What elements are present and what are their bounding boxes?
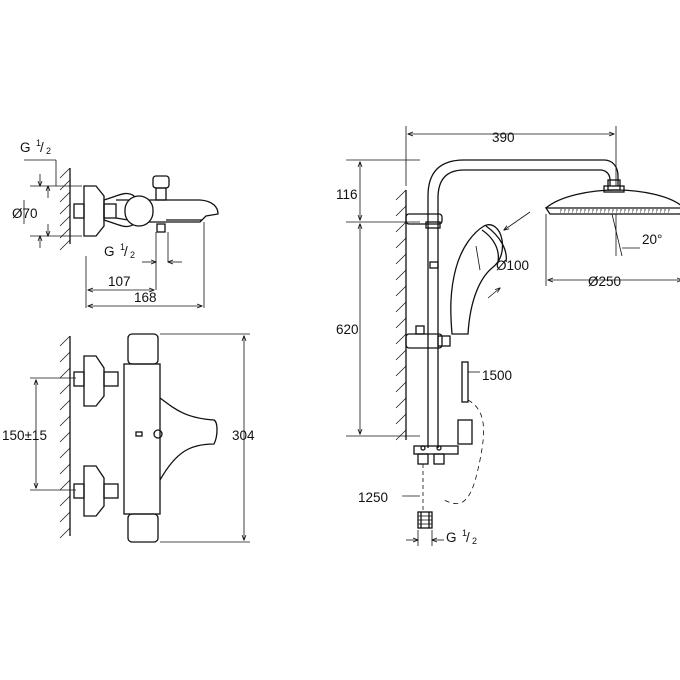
bath-inlet-thread-num: 1 [36,138,41,148]
shower-system-view: 390 116 620 Ø100 20° Ø250 1500 1250 G 1 … [336,126,680,546]
bath-inlet-thread-slash: / [40,140,44,155]
bath-height-label: 304 [232,428,255,443]
hand-shower-diameter-label: Ø100 [496,258,529,273]
bath-depth-107-label: 107 [108,274,131,289]
shower-dimensions [346,126,680,546]
supply-hose-length-label: 1250 [358,490,388,505]
supply-thread-num: 1 [462,528,467,538]
shower-wall-hatch [395,189,407,441]
front-connector-bottom [73,465,119,517]
rail-projection-label: 390 [492,130,515,145]
wall-hatch [59,167,71,251]
bath-mixer-side-view: G 1 / 2 Ø70 G 1 / 2 107 168 [12,138,219,308]
bath-mixer-front-view: 150±15 304 [2,333,255,543]
shower-rail [405,159,621,448]
bath-inlet-thread-den: 2 [46,146,51,156]
front-mixer-body [123,333,218,543]
wall-hatch-lower [59,335,71,539]
overhead-shower-head [544,185,680,215]
supply-fittings [413,445,459,529]
head-angle-label: 20° [642,232,662,247]
bath-inlet-thread-label: G [20,140,31,155]
bath-outlet-thread-slash: / [124,244,128,259]
front-connector-top [73,355,119,407]
head-diameter-label: Ø250 [588,274,621,289]
bath-dimensions [23,159,205,308]
bath-outlet-thread-label: G [104,244,115,259]
rail-length-label: 620 [336,322,359,337]
hand-shower [450,224,507,335]
supply-thread-label: G [446,530,457,545]
front-dimensions [30,333,250,543]
bath-escutcheon-label: Ø70 [12,206,38,221]
hose-length-label: 1500 [482,368,512,383]
bath-centres-label: 150±15 [2,428,47,443]
bath-outlet-thread-den: 2 [130,250,135,260]
shower-hose [443,361,484,504]
bath-depth-168-label: 168 [134,290,157,305]
bath-mixer-body [73,175,219,237]
bath-outlet-thread-num: 1 [120,242,125,252]
supply-thread-den: 2 [472,536,477,546]
supply-thread-slash: / [466,530,470,545]
arm-drop-label: 116 [336,187,358,202]
